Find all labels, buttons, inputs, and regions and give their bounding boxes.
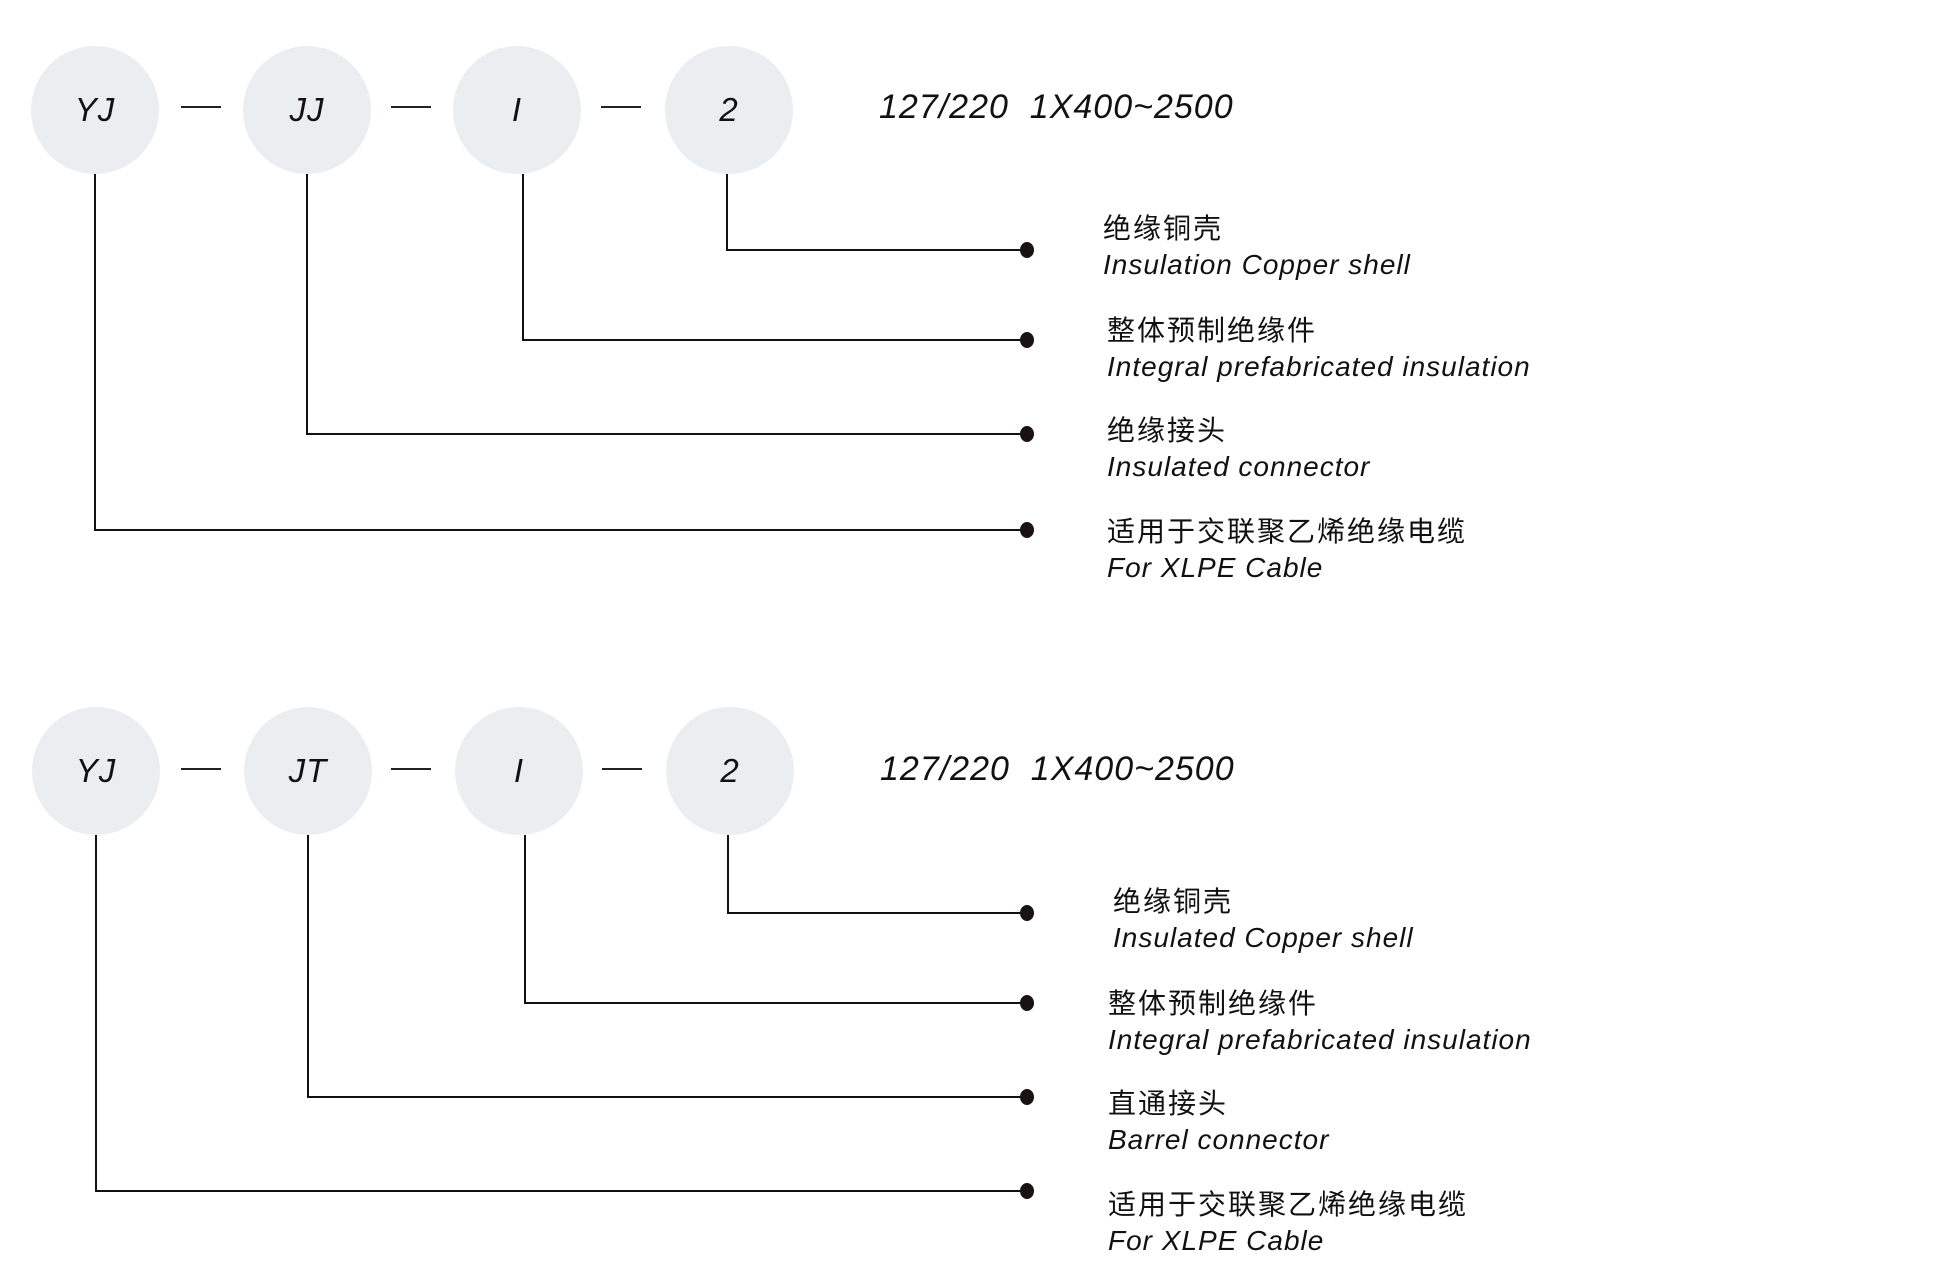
label-prefab-insulation: 整体预制绝缘件 Integral prefabricated insulatio…	[1108, 986, 1532, 1058]
code-text: 2	[720, 752, 740, 789]
label-zh: 绝缘铜壳	[1103, 212, 1224, 245]
label-zh: 直通接头	[1108, 1087, 1229, 1120]
endpoint-dot	[1020, 905, 1034, 921]
label-cable-type: 适用于交联聚乙烯绝缘电缆 For XLPE Cable	[1108, 1187, 1468, 1259]
endpoint-dot	[1020, 242, 1034, 258]
code-circle-4: 2	[665, 46, 793, 174]
connector-d2-code1	[95, 835, 1026, 1192]
code-circle-3: I	[455, 707, 583, 835]
separator-dash	[181, 106, 221, 108]
code-text: I	[511, 91, 523, 128]
code-circle-3: I	[453, 46, 581, 174]
code-circle-2: JT	[244, 707, 372, 835]
separator-dash	[391, 768, 431, 770]
code-circle-4: 2	[666, 707, 794, 835]
label-en: For XLPE Cable	[1107, 552, 1324, 583]
label-prefab-insulation: 整体预制绝缘件 Integral prefabricated insulatio…	[1107, 313, 1531, 385]
code-text: JT	[288, 752, 328, 789]
code-text: YJ	[74, 91, 116, 128]
endpoint-dot	[1020, 332, 1034, 348]
label-zh: 适用于交联聚乙烯绝缘电缆	[1107, 515, 1468, 548]
code-circle-1: YJ	[32, 707, 160, 835]
spec-text: 127/220 1X400~2500	[880, 750, 1235, 788]
label-en: Integral prefabricated insulation	[1108, 1024, 1532, 1055]
label-cable-type: 适用于交联聚乙烯绝缘电缆 For XLPE Cable	[1107, 514, 1467, 586]
label-zh: 整体预制绝缘件	[1108, 987, 1319, 1020]
code-circle-2: JJ	[243, 46, 371, 174]
label-copper-shell: 绝缘铜壳 Insulated Copper shell	[1113, 884, 1414, 956]
label-connector-type: 直通接头 Barrel connector	[1108, 1086, 1329, 1158]
label-zh: 适用于交联聚乙烯绝缘电缆	[1108, 1188, 1469, 1221]
label-en: Insulated connector	[1107, 451, 1371, 482]
endpoint-dot	[1020, 1089, 1034, 1105]
label-en: Barrel connector	[1108, 1124, 1330, 1155]
label-en: Insulated Copper shell	[1113, 922, 1414, 953]
connector-d2-code2	[307, 835, 1026, 1098]
label-zh: 绝缘铜壳	[1113, 885, 1234, 918]
connector-d1-code2	[306, 174, 1026, 435]
label-connector-type: 绝缘接头 Insulated connector	[1107, 413, 1370, 485]
spec-text: 127/220 1X400~2500	[879, 88, 1234, 126]
code-circle-1: YJ	[31, 46, 159, 174]
connector-d1-code1	[94, 174, 1026, 531]
separator-dash	[391, 106, 431, 108]
separator-dash	[601, 106, 641, 108]
endpoint-dot	[1020, 995, 1034, 1011]
separator-dash	[181, 768, 221, 770]
label-en: For XLPE Cable	[1108, 1225, 1325, 1256]
code-text: I	[513, 752, 525, 789]
label-en: Insulation Copper shell	[1103, 249, 1411, 280]
endpoint-dot	[1020, 426, 1034, 442]
code-text: JJ	[289, 91, 325, 128]
connector-d1-code3	[522, 174, 1026, 341]
endpoint-dot	[1020, 522, 1034, 538]
label-en: Integral prefabricated insulation	[1107, 351, 1531, 382]
separator-dash	[602, 768, 642, 770]
label-zh: 整体预制绝缘件	[1107, 314, 1318, 347]
connector-d2-code4	[727, 835, 1026, 914]
connector-d1-code4	[726, 174, 1026, 251]
label-zh: 绝缘接头	[1107, 414, 1228, 447]
label-copper-shell: 绝缘铜壳 Insulation Copper shell	[1103, 211, 1411, 283]
code-text: YJ	[75, 752, 117, 789]
code-text: 2	[719, 91, 739, 128]
endpoint-dot	[1020, 1183, 1034, 1199]
connector-d2-code3	[524, 835, 1026, 1004]
